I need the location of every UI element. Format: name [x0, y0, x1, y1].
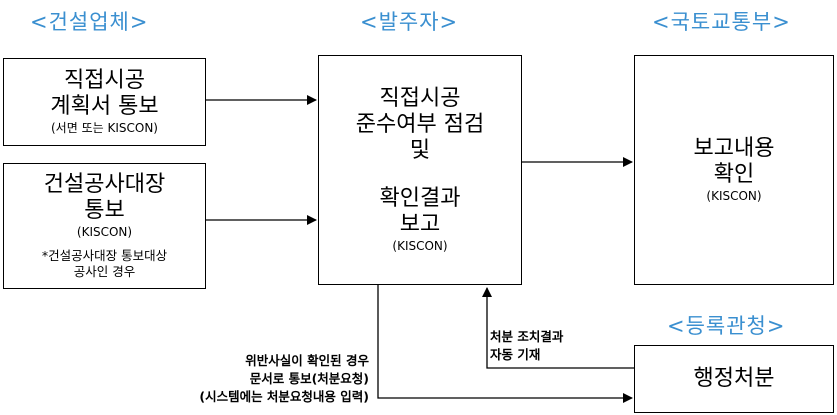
admin-action-line1: 행정처분	[693, 366, 775, 391]
client-check-line4: 확인결과	[379, 186, 461, 211]
client-check-sub: (KISCON)	[392, 239, 448, 253]
arrow-admin-to-client	[482, 287, 634, 369]
violation-label-line2: 문서로 통보(처분요청)	[249, 371, 369, 386]
arrow-client-to-admin	[377, 285, 633, 403]
ministry-check-line2: 확인	[713, 162, 755, 187]
action-result-line1: 처분 조치결과	[490, 329, 564, 344]
ministry-check-line1: 보고내용	[693, 136, 775, 161]
action-result-line2: 자동 기재	[490, 347, 541, 362]
ministry-check-sub: (KISCON)	[706, 189, 762, 203]
admin-action-box: 행정처분	[634, 345, 834, 413]
violation-label-line1: 위반사실이 확인된 경우	[245, 353, 369, 368]
plan-notice-box: 직접시공 계획서 통보 (서면 또는 KISCON)	[3, 58, 206, 146]
plan-notice-line1: 직접시공	[64, 68, 145, 93]
ministry-header: <국토교통부>	[652, 10, 791, 34]
plan-notice-sub: (서면 또는 KISCON)	[51, 121, 158, 135]
violation-label: 위반사실이 확인된 경우 문서로 통보(처분요청) (시스템에는 처분요청내용 …	[199, 352, 369, 406]
ledger-notice-sub: (KISCON)	[76, 225, 133, 239]
client-check-line5: 보고	[399, 212, 441, 237]
violation-label-line3: (시스템에는 처분요청내용 입력)	[199, 389, 369, 404]
ledger-notice-line1: 건설공사대장	[43, 172, 166, 197]
ledger-notice-box: 건설공사대장 통보 (KISCON) *건설공사대장 통보대상 공사인 경우	[3, 163, 206, 289]
plan-notice-line2: 계획서 통보	[50, 94, 159, 119]
action-result-label: 처분 조치결과 자동 기재	[490, 328, 563, 364]
registrar-header: <등록관청>	[667, 314, 786, 338]
client-check-box: 직접시공 준수여부 점검 및 확인결과 보고 (KISCON)	[318, 55, 522, 285]
contractor-header: <건설업체>	[30, 10, 149, 34]
ministry-check-box: 보고내용 확인 (KISCON)	[634, 55, 834, 285]
client-check-line2: 준수여부 점검	[355, 112, 485, 137]
client-header: <발주자>	[360, 10, 459, 34]
client-check-line3: 및	[409, 138, 431, 163]
ledger-notice-note2: 공사인 경우	[73, 264, 136, 279]
ledger-notice-line2: 통보	[84, 198, 125, 223]
ledger-notice-note1: *건설공사대장 통보대상	[41, 248, 168, 263]
client-check-line1: 직접시공	[379, 86, 461, 111]
